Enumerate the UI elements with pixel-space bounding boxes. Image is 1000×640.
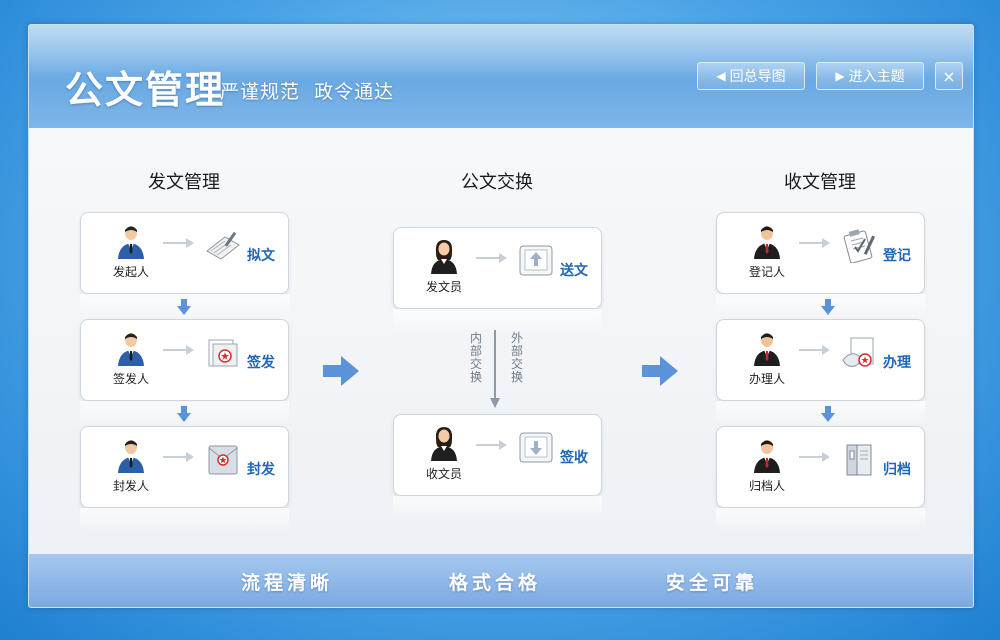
person-label: 发文员 [425, 280, 462, 294]
draft-document-icon [205, 227, 241, 263]
send-management-title: 发文管理 [148, 172, 220, 193]
card-reflection [80, 508, 289, 532]
receiver-clerk-icon [430, 425, 458, 461]
card-reflection [716, 294, 925, 318]
person-label: 办理人 [748, 372, 785, 386]
person-label: 收文员 [425, 467, 462, 481]
card-reflection [393, 309, 602, 333]
flow-right-arrow-icon [323, 356, 359, 386]
step-card-send-doc[interactable]: 发文员 送文 [393, 227, 602, 309]
enter-topic-button[interactable]: ▶ 进入主题 [816, 62, 924, 90]
step-card-receive-doc[interactable]: 收文员 签收 [393, 414, 602, 496]
action-label: 送文 [560, 263, 588, 279]
external-exchange-label: 外部交换 [511, 331, 524, 384]
step-card-register[interactable]: 登记人 登记 [716, 212, 925, 294]
page-subtitle: 严谨规范 政令通达 [220, 81, 395, 103]
action-label: 拟文 [247, 248, 275, 264]
flow-arrow-icon [163, 344, 195, 356]
close-icon: × [942, 66, 956, 86]
action-label: 签发 [247, 355, 275, 371]
step-card-seal[interactable]: 封发人 封发 [80, 426, 289, 508]
person-label: 封发人 [112, 479, 149, 493]
registrar-person-icon [753, 223, 781, 259]
step-card-sign[interactable]: 签发人 签发 [80, 319, 289, 401]
receive-scroll-icon [518, 429, 554, 465]
action-label: 签收 [560, 450, 588, 466]
receive-management-title: 收文管理 [784, 172, 856, 193]
handler-person-icon [753, 330, 781, 366]
sealed-envelope-icon [205, 441, 241, 477]
slogan-clear-process: 流程清晰 [241, 572, 334, 594]
page-title: 公文管理 [65, 68, 226, 112]
clipboard-icon [841, 227, 877, 263]
card-reflection [716, 401, 925, 425]
down-arrow-icon [177, 299, 191, 315]
person-label: 签发人 [112, 372, 149, 386]
archivist-person-icon [753, 437, 781, 473]
flow-arrow-icon [163, 451, 195, 463]
send-scroll-icon [518, 242, 554, 278]
arrow-left-icon: ◀ [716, 69, 726, 83]
person-label: 发起人 [112, 265, 149, 279]
step-card-archive[interactable]: 归档人 归档 [716, 426, 925, 508]
sender-clerk-icon [430, 238, 458, 274]
slogan-secure-reliable: 安全可靠 [666, 572, 759, 594]
person-label: 登记人 [748, 265, 785, 279]
card-reflection [716, 508, 925, 532]
flow-arrow-icon [799, 451, 831, 463]
person-label: 归档人 [748, 479, 785, 493]
exchange-title: 公文交换 [461, 172, 533, 193]
internal-exchange-label: 内部交换 [470, 331, 483, 384]
signer-person-icon [117, 330, 145, 366]
close-button[interactable]: × [935, 62, 963, 90]
arrow-right-icon: ▶ [835, 69, 845, 83]
flow-arrow-icon [799, 237, 831, 249]
sealer-person-icon [117, 437, 145, 473]
step-card-handle[interactable]: 办理人 办理 [716, 319, 925, 401]
process-document-icon [841, 334, 877, 370]
header-banner: 公文管理 严谨规范 政令通达 ◀ 回总导图 ▶ 进入主题 × [29, 25, 973, 128]
action-label: 封发 [247, 462, 275, 478]
archive-binder-icon [841, 441, 877, 477]
flow-arrow-icon [476, 252, 508, 264]
down-arrow-icon [821, 406, 835, 422]
action-label: 归档 [883, 462, 911, 478]
header-shine [29, 25, 973, 75]
workflow-area: 发文管理 公文交换 收文管理 发起人 拟文 签发人 签发 封发人 封发 [29, 128, 973, 554]
step-card-draft[interactable]: 发起人 拟文 [80, 212, 289, 294]
sealed-document-icon [205, 334, 241, 370]
back-to-map-label: 回总导图 [729, 69, 786, 85]
flow-arrow-icon [163, 237, 195, 249]
footer-banner: 流程清晰 格式合格 安全可靠 [29, 554, 973, 607]
down-arrow-icon [821, 299, 835, 315]
down-arrowhead-icon [490, 398, 500, 408]
back-to-map-button[interactable]: ◀ 回总导图 [697, 62, 805, 90]
action-label: 登记 [883, 248, 911, 264]
flow-arrow-icon [799, 344, 831, 356]
main-window: 公文管理 严谨规范 政令通达 ◀ 回总导图 ▶ 进入主题 × 发文管理 公文交换… [28, 24, 974, 608]
down-arrow-icon [177, 406, 191, 422]
initiator-person-icon [117, 223, 145, 259]
slogan-format-compliant: 格式合格 [449, 572, 542, 594]
action-label: 办理 [883, 355, 911, 371]
enter-topic-label: 进入主题 [848, 69, 905, 85]
card-reflection [393, 496, 602, 520]
flow-right-arrow-icon [642, 356, 678, 386]
flow-arrow-icon [476, 439, 508, 451]
exchange-line [494, 330, 496, 404]
